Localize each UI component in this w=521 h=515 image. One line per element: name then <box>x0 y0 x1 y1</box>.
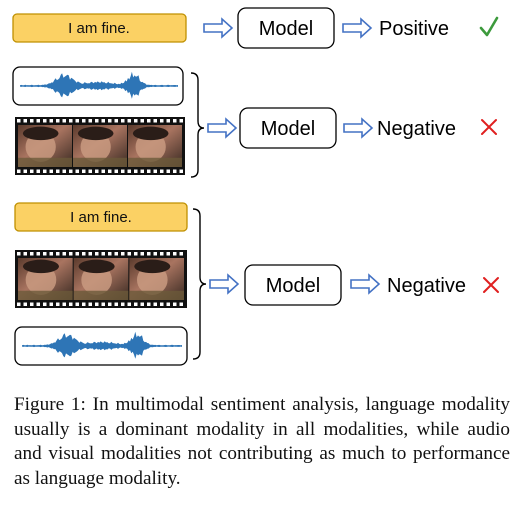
model-box <box>239 107 337 149</box>
model-label: Model <box>266 275 320 297</box>
check-mark-icon <box>479 16 499 37</box>
model-label: Model <box>261 118 315 140</box>
audio-waveform <box>20 71 178 99</box>
model-box <box>237 7 335 49</box>
output-label: Positive <box>379 18 449 40</box>
output-label: Negative <box>377 118 456 140</box>
text-input-label: I am fine. <box>70 209 132 226</box>
arrow-icon <box>207 118 237 138</box>
model-box <box>244 264 342 306</box>
figure-caption: Figure 1: In multimodal sentiment analys… <box>14 394 510 489</box>
row-audio-visual: Model Negative <box>12 66 497 178</box>
arrow-icon <box>342 18 372 38</box>
arrow-icon <box>343 118 373 138</box>
brace <box>190 72 205 178</box>
video-frames <box>15 250 187 308</box>
text-input-box <box>14 202 188 232</box>
arrow-icon <box>203 18 233 38</box>
arrow-icon <box>350 274 380 294</box>
diagram: I am fine. Model Positive Model Negative… <box>12 7 499 366</box>
row-text-only: I am fine. Model Positive <box>12 7 499 49</box>
text-input-label: I am fine. <box>68 20 130 37</box>
cross-mark-icon <box>483 277 499 293</box>
audio-waveform <box>22 331 182 359</box>
arrow-icon <box>209 274 239 294</box>
cross-mark-icon <box>481 119 497 135</box>
output-label: Negative <box>387 275 466 297</box>
brace <box>192 208 207 360</box>
model-label: Model <box>259 18 313 40</box>
video-frames <box>15 117 185 175</box>
text-input-box <box>12 13 187 43</box>
row-all-modalities: I am fine. Model Negative <box>14 202 499 366</box>
